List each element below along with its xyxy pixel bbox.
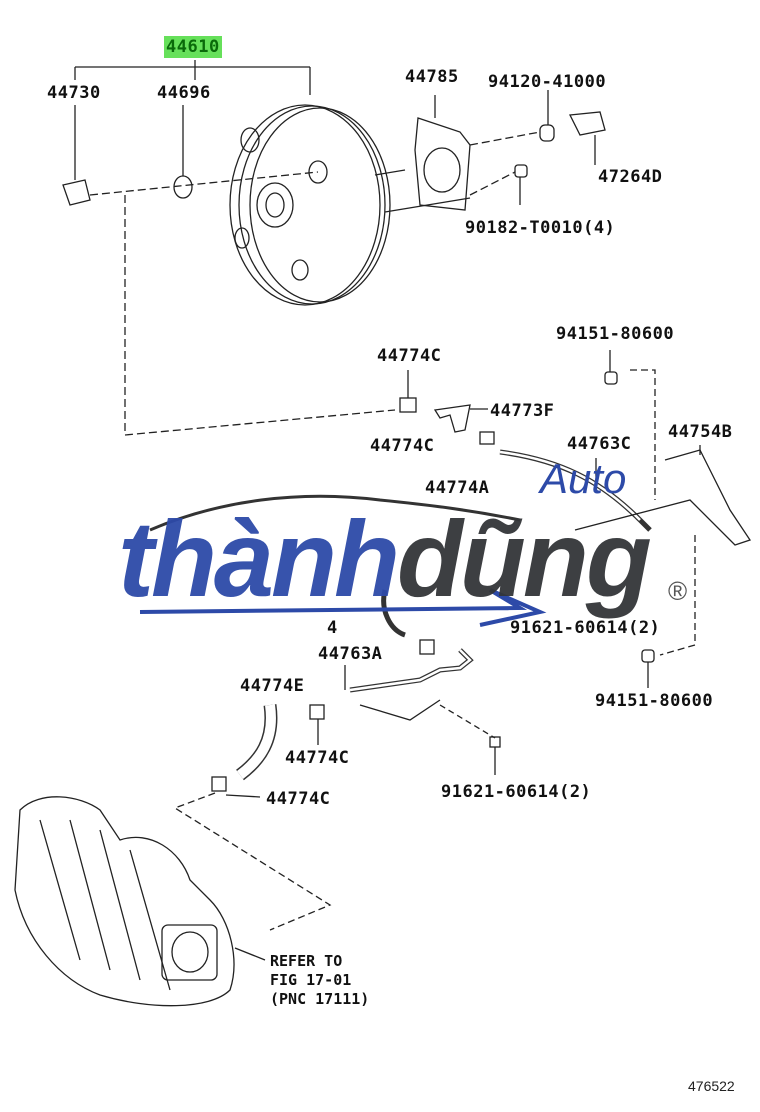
watermark-auto: Auto: [540, 455, 627, 502]
intake-manifold: [14, 796, 266, 1007]
part-94120: [539, 124, 555, 142]
assembly-bracket: [74, 60, 311, 95]
label-44730[interactable]: 44730: [47, 83, 101, 103]
label-44763c[interactable]: 44763C: [567, 434, 632, 454]
label-44774c[interactable]: 44774C: [377, 346, 442, 366]
illustration-code: 476522: [688, 1078, 735, 1094]
label-44774a[interactable]: 44774A: [425, 478, 490, 498]
label-44774c[interactable]: 44774C: [266, 789, 331, 809]
label-94151-80600-top[interactable]: 94151-80600: [556, 324, 675, 344]
part-47264d: [568, 111, 606, 136]
watermark-logo: thànhdũng: [118, 505, 652, 613]
gasket: [414, 95, 471, 211]
label-44785[interactable]: 44785: [405, 67, 459, 87]
assembly-part-number[interactable]: 44610: [164, 36, 222, 58]
reference-line: (PNC 17111): [270, 990, 370, 1008]
brake-booster: [229, 104, 406, 306]
label-90182-t0010[interactable]: 90182-T0010(4): [465, 218, 616, 238]
hose-44773f: [433, 404, 471, 433]
reference-line[interactable]: FIG 17-01: [270, 971, 352, 989]
label-91621-60614-top[interactable]: 91621-60614(2): [510, 618, 661, 638]
reference-note: REFER TO FIG 17-01 (PNC 17111): [270, 952, 369, 1009]
registered-icon: ®: [668, 576, 688, 606]
label-44774e[interactable]: 44774E: [240, 676, 305, 696]
watermark-text: dũng: [396, 498, 652, 619]
label-44773f[interactable]: 44773F: [490, 401, 555, 421]
label-47264d[interactable]: 47264D: [598, 167, 663, 187]
label-94151-80600-bottom[interactable]: 94151-80600: [595, 691, 714, 711]
label-44696[interactable]: 44696: [157, 83, 211, 103]
label-44774c[interactable]: 44774C: [370, 436, 435, 456]
label-94120-41000[interactable]: 94120-41000: [488, 72, 607, 92]
part-44730: [62, 179, 91, 206]
watermark-text: thành: [118, 498, 400, 619]
label-44754b[interactable]: 44754B: [668, 422, 733, 442]
reference-line: REFER TO: [270, 952, 343, 970]
label-91621-60614-bottom[interactable]: 91621-60614(2): [441, 782, 592, 802]
label-44763a[interactable]: 44763A: [318, 644, 383, 664]
label-44774c[interactable]: 44774C: [285, 748, 350, 768]
label-obscured[interactable]: 4: [327, 618, 338, 638]
